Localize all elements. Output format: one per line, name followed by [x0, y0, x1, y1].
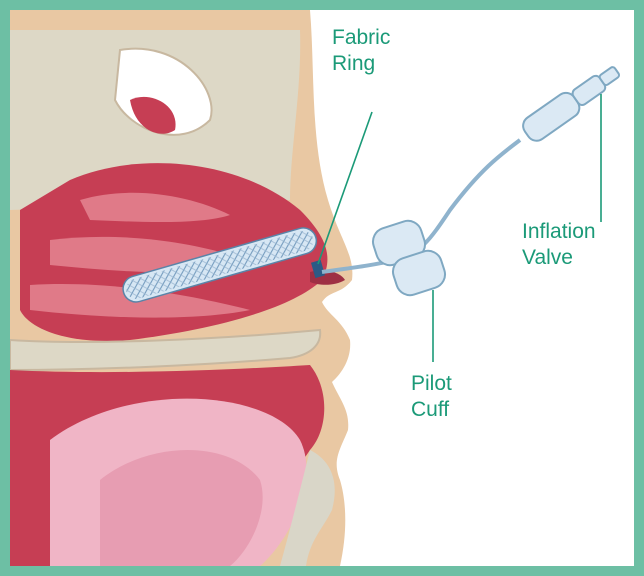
- inflation-valve-label: Inflation Valve: [522, 219, 596, 271]
- inflation-valve: [519, 60, 624, 144]
- pilot-cuff-label: Pilot Cuff: [411, 371, 452, 423]
- tongue-muscle: [100, 450, 263, 566]
- nasal-anatomy-illustration: [10, 10, 634, 566]
- fabric-ring-leader: [318, 112, 372, 264]
- fabric-ring-label: Fabric Ring: [332, 25, 390, 77]
